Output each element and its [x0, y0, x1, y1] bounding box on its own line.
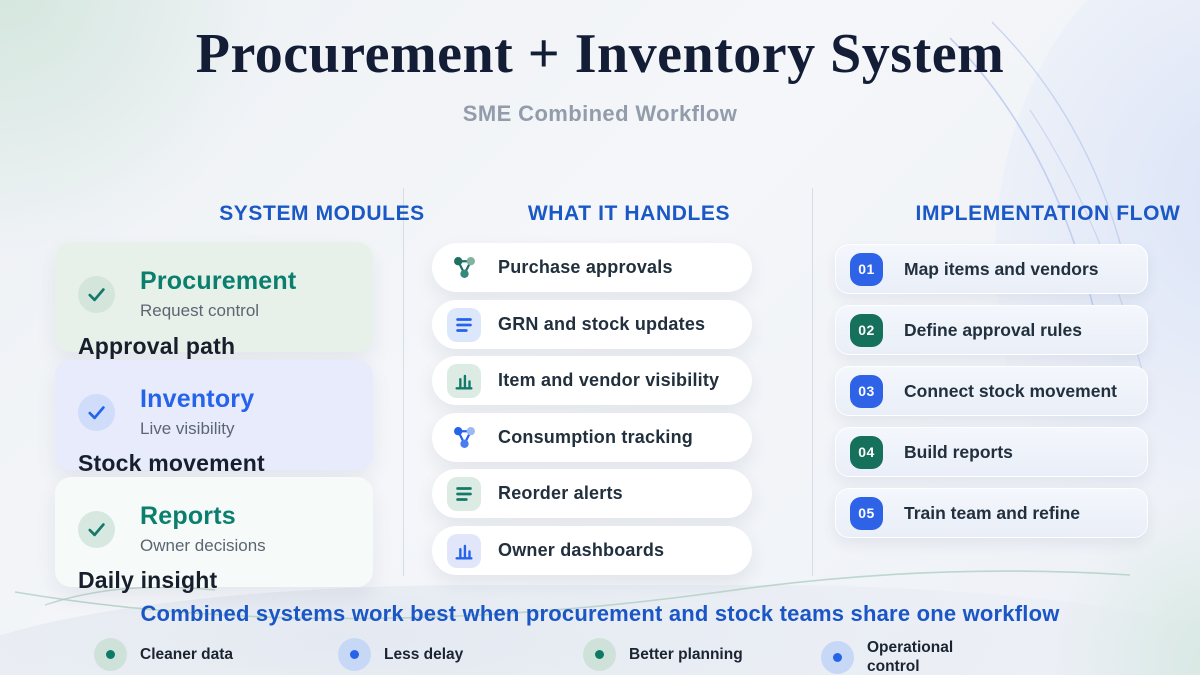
module-title: Procurement [140, 267, 297, 296]
check-icon [78, 510, 115, 548]
module-caption: Approval path [78, 333, 236, 359]
handles-pill: Reorder alerts [432, 469, 752, 518]
bullet-dot [350, 650, 359, 659]
bullet-label: Operational control [867, 639, 954, 675]
check-icon [78, 393, 115, 431]
column-divider-left [403, 188, 404, 576]
pill-label: Purchase approvals [498, 257, 673, 277]
flow-step: 02 Define approval rules [835, 305, 1148, 355]
step-label: Map items and vendors [904, 258, 1099, 279]
bullet-dot-icon [338, 638, 371, 671]
list-lines-blue-icon [447, 307, 481, 342]
bullet-dot [106, 650, 115, 659]
footer-bullet: Better planning [583, 638, 743, 671]
share-nodes-blue-icon [447, 421, 481, 455]
step-number-badge: 03 [850, 374, 883, 408]
bar-chart-teal-icon [447, 363, 481, 398]
handles-pill: Item and vendor visibility [432, 356, 752, 405]
handles-pill: Owner dashboards [432, 526, 752, 575]
handles-pill: GRN and stock updates [432, 300, 752, 349]
bar-chart-blue-icon [447, 533, 481, 568]
module-title: Inventory [140, 385, 255, 414]
step-label: Connect stock movement [904, 380, 1117, 401]
bullet-dot-icon [821, 640, 854, 674]
module-title: Reports [140, 502, 236, 531]
flow-step: 01 Map items and vendors [835, 244, 1148, 294]
bullet-dot [595, 650, 604, 659]
step-label: Build reports [904, 441, 1013, 462]
bullet-label: Less delay [384, 645, 464, 663]
module-subtitle: Live visibility [140, 418, 235, 438]
bullet-label: Cleaner data [140, 645, 234, 663]
pill-label: Owner dashboards [498, 540, 665, 560]
bullet-dot-icon [583, 638, 616, 671]
flow-step: 03 Connect stock movement [835, 366, 1148, 416]
step-number-badge: 04 [850, 435, 883, 469]
check-icon [78, 275, 115, 313]
handles-pill: Purchase approvals [432, 243, 752, 292]
footer-bullet: Less delay [338, 638, 463, 671]
step-number-badge: 01 [850, 252, 883, 286]
bullet-label: Better planning [629, 645, 743, 663]
flow-step: 04 Build reports [835, 427, 1148, 477]
step-number-badge: 05 [850, 496, 883, 530]
step-label: Define approval rules [904, 319, 1082, 340]
heading-what-it-handles: WHAT IT HANDLES [527, 202, 731, 225]
column-divider-right [812, 188, 813, 576]
pill-label: Consumption tracking [498, 427, 694, 447]
step-label: Train team and refine [904, 502, 1081, 523]
step-number-badge: 02 [850, 313, 883, 347]
flow-step: 05 Train team and refine [835, 488, 1148, 538]
footer-bullet: Cleaner data [94, 638, 233, 671]
heading-implementation-flow: IMPLEMENTATION FLOW [915, 202, 1181, 225]
pill-label: Reorder alerts [498, 483, 623, 503]
list-lines-teal-icon [447, 476, 481, 511]
module-caption: Daily insight [78, 567, 218, 593]
footer-bullet: Operational control [821, 638, 979, 675]
page-subtitle: SME Combined Workflow [462, 101, 738, 126]
module-caption: Stock movement [78, 450, 265, 476]
heading-system-modules: SYSTEM MODULES [219, 202, 425, 225]
handles-pill: Consumption tracking [432, 413, 752, 462]
share-nodes-teal-icon [447, 251, 481, 285]
bullet-dot [833, 652, 842, 662]
footer-headline: Combined systems work best when procurem… [140, 601, 1060, 626]
module-subtitle: Owner decisions [140, 535, 266, 555]
module-subtitle: Request control [140, 300, 260, 320]
page-title: Procurement + Inventory System [195, 23, 1005, 85]
pill-label: GRN and stock updates [498, 314, 706, 334]
bullet-dot-icon [94, 638, 127, 671]
pill-label: Item and vendor visibility [498, 370, 720, 390]
